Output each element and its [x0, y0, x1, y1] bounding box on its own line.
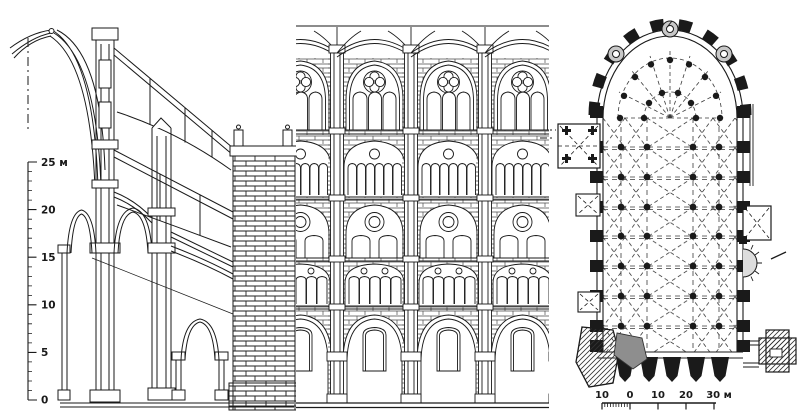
scalebar-minor-ticks	[604, 403, 628, 407]
nave-wall-pier	[89, 27, 121, 403]
south-chapel	[739, 202, 772, 244]
height-scale-ruler: 25 м 20 15 10 5 0	[27, 157, 68, 407]
portal-buttresses	[616, 357, 729, 382]
right-aisle-vault-bays	[693, 118, 737, 352]
south-gallery-wall	[749, 104, 754, 186]
scale-label-10: 10	[41, 300, 56, 312]
ruler-major-ticks	[28, 161, 37, 401]
north-porch	[540, 123, 601, 169]
plan-drawing	[540, 18, 797, 388]
flying-buttress-upper	[113, 47, 234, 171]
nave-vault-ribs	[9, 28, 106, 189]
apse-apex-tick	[667, 20, 673, 27]
plan-columns	[616, 56, 724, 330]
scale-label-0: 0	[41, 395, 48, 407]
scalebar-label-0: 0	[627, 390, 634, 401]
ruler-minor-ticks	[28, 171, 32, 391]
elevation-bay	[474, 26, 549, 404]
annotation-tick	[770, 251, 787, 260]
flying-buttress-lower	[113, 149, 234, 248]
southeast-tower	[758, 329, 797, 373]
tower-link-walls	[743, 340, 759, 368]
section-drawing	[9, 27, 299, 411]
scale-label-5: 5	[41, 347, 48, 359]
scale-label-15: 15	[41, 252, 56, 264]
outer-buttress-pier	[228, 124, 299, 411]
outer-aisle-vault	[170, 245, 234, 280]
north-annex	[575, 193, 601, 217]
nave-vault-bays	[647, 118, 693, 352]
elevation-drawing	[296, 18, 549, 412]
scale-label-20: 20	[41, 205, 56, 217]
outer-aisle-arch	[171, 318, 229, 401]
elevation-ground-line	[296, 402, 549, 409]
scale-label-25: 25 м	[41, 157, 68, 169]
scalebar-major-ticks	[601, 403, 715, 410]
stair-turret	[742, 244, 762, 282]
north-annex-lower	[577, 291, 601, 313]
scalebar-label-20: 20	[679, 390, 693, 401]
tower-pier-shade	[613, 332, 648, 370]
vault-keystone	[48, 28, 55, 34]
arcade-arches	[57, 207, 153, 401]
scalebar-label-30: 30 м	[706, 390, 732, 401]
southwest-tower	[575, 326, 620, 388]
axis-leader-lines	[540, 129, 556, 139]
plan-scale-bar: 10 0 10 20 30 м	[595, 390, 732, 410]
west-front	[575, 326, 797, 388]
inner-aisle-pier	[147, 117, 176, 401]
left-aisle-vault-bays	[603, 118, 647, 352]
scalebar-label-minus10: 10	[595, 390, 609, 401]
scalebar-label-10: 10	[651, 390, 665, 401]
aisle-roof-slope	[170, 231, 234, 268]
thrust-line	[91, 257, 234, 315]
apse-chapel-rotundas	[607, 20, 733, 63]
